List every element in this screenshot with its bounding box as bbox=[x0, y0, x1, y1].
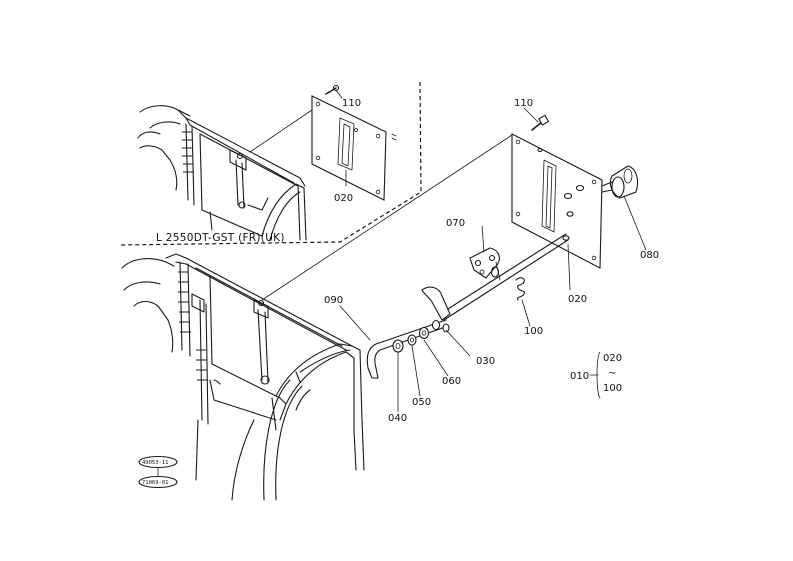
stamp-lower: 71069-01 bbox=[142, 480, 169, 486]
stamp-upper-oval bbox=[138, 455, 178, 469]
main-tractor-fender bbox=[121, 253, 365, 501]
rod-090 bbox=[366, 319, 449, 379]
part-label-080: 080 bbox=[640, 250, 659, 261]
part-label-inset-020: 020 bbox=[334, 193, 353, 204]
part-label-030: 030 bbox=[476, 356, 495, 367]
stamps: 49053-11 71069-01 bbox=[138, 455, 178, 489]
group-010: 010 020 ~ 100 bbox=[570, 351, 622, 399]
pivot-plate-070 bbox=[469, 247, 500, 279]
main-plate-020 bbox=[511, 133, 603, 269]
lever-arm bbox=[421, 286, 451, 321]
spring-100 bbox=[515, 277, 525, 301]
bolt-110 bbox=[531, 114, 550, 131]
group-label-010: 010 bbox=[570, 371, 589, 382]
part-label-050: 050 bbox=[412, 397, 431, 408]
group-bottom-100: 100 bbox=[603, 383, 622, 394]
part-label-main-020: 020 bbox=[568, 294, 587, 305]
leader-lines bbox=[335, 89, 647, 413]
part-label-040: 040 bbox=[388, 413, 407, 424]
part-label-070: 070 bbox=[446, 218, 465, 229]
group-top-020: 020 bbox=[603, 353, 622, 364]
part-label-main-110: 110 bbox=[514, 98, 533, 109]
inset-mark bbox=[391, 133, 397, 141]
stamp-upper: 49053-11 bbox=[142, 460, 169, 466]
hardware-stack bbox=[392, 319, 450, 353]
leader-main bbox=[261, 134, 513, 301]
stamp-lower-oval bbox=[138, 475, 178, 489]
variant-label: L 2550DT-GST (FR)(UK) bbox=[156, 232, 285, 244]
group-brace bbox=[596, 351, 601, 399]
part-label-inset-110: 110 bbox=[342, 98, 361, 109]
shaft bbox=[439, 233, 569, 321]
inset-plate-020 bbox=[249, 84, 387, 201]
group-tilde: ~ bbox=[608, 368, 616, 379]
part-label-100: 100 bbox=[524, 326, 543, 337]
inset-tractor-fender bbox=[137, 105, 307, 241]
part-label-060: 060 bbox=[442, 376, 461, 387]
part-label-090: 090 bbox=[324, 295, 343, 306]
knob-080 bbox=[601, 165, 639, 199]
inset-border bbox=[119, 81, 422, 246]
